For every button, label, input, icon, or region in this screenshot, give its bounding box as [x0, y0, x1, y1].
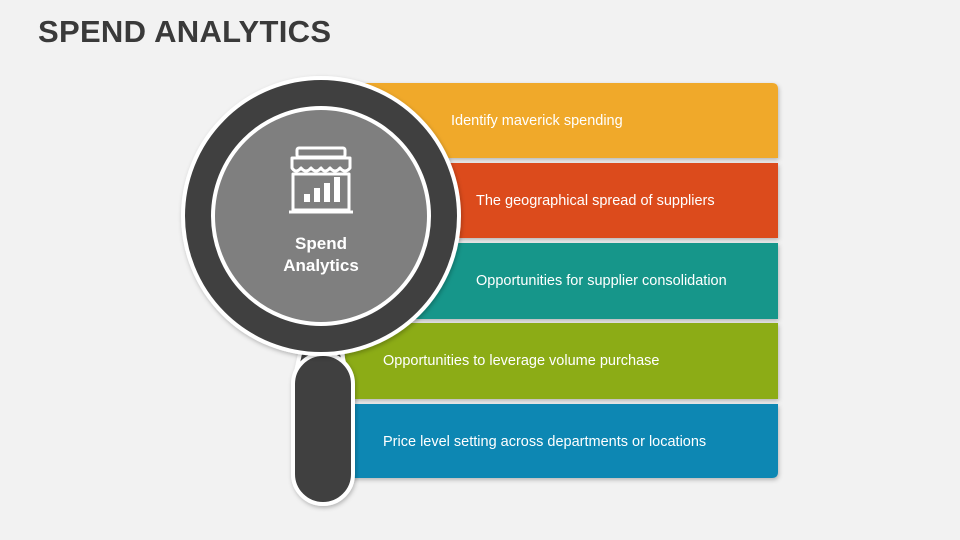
bar-5: [345, 404, 778, 478]
storefront-chart-icon: [289, 146, 353, 214]
item-label-2: The geographical spread of suppliers: [476, 193, 715, 209]
bar-4: [345, 323, 778, 399]
item-label-4: Opportunities to leverage volume purchas…: [383, 353, 660, 369]
magnifier-handle: [291, 352, 355, 506]
bar-1: [345, 83, 778, 158]
lens-label-line1: Spend: [295, 234, 347, 253]
item-label-3: Opportunities for supplier consolidation: [476, 273, 727, 289]
lens-label: Spend Analytics: [246, 233, 396, 277]
item-label-1: Identify maverick spending: [451, 113, 623, 129]
item-label-5: Price level setting across departments o…: [383, 434, 707, 450]
page-title: SPEND ANALYTICS: [38, 14, 332, 49]
lens-label-line2: Analytics: [283, 256, 359, 275]
magnifier-lens: [211, 106, 431, 326]
bar-chart-icon: [304, 177, 340, 202]
